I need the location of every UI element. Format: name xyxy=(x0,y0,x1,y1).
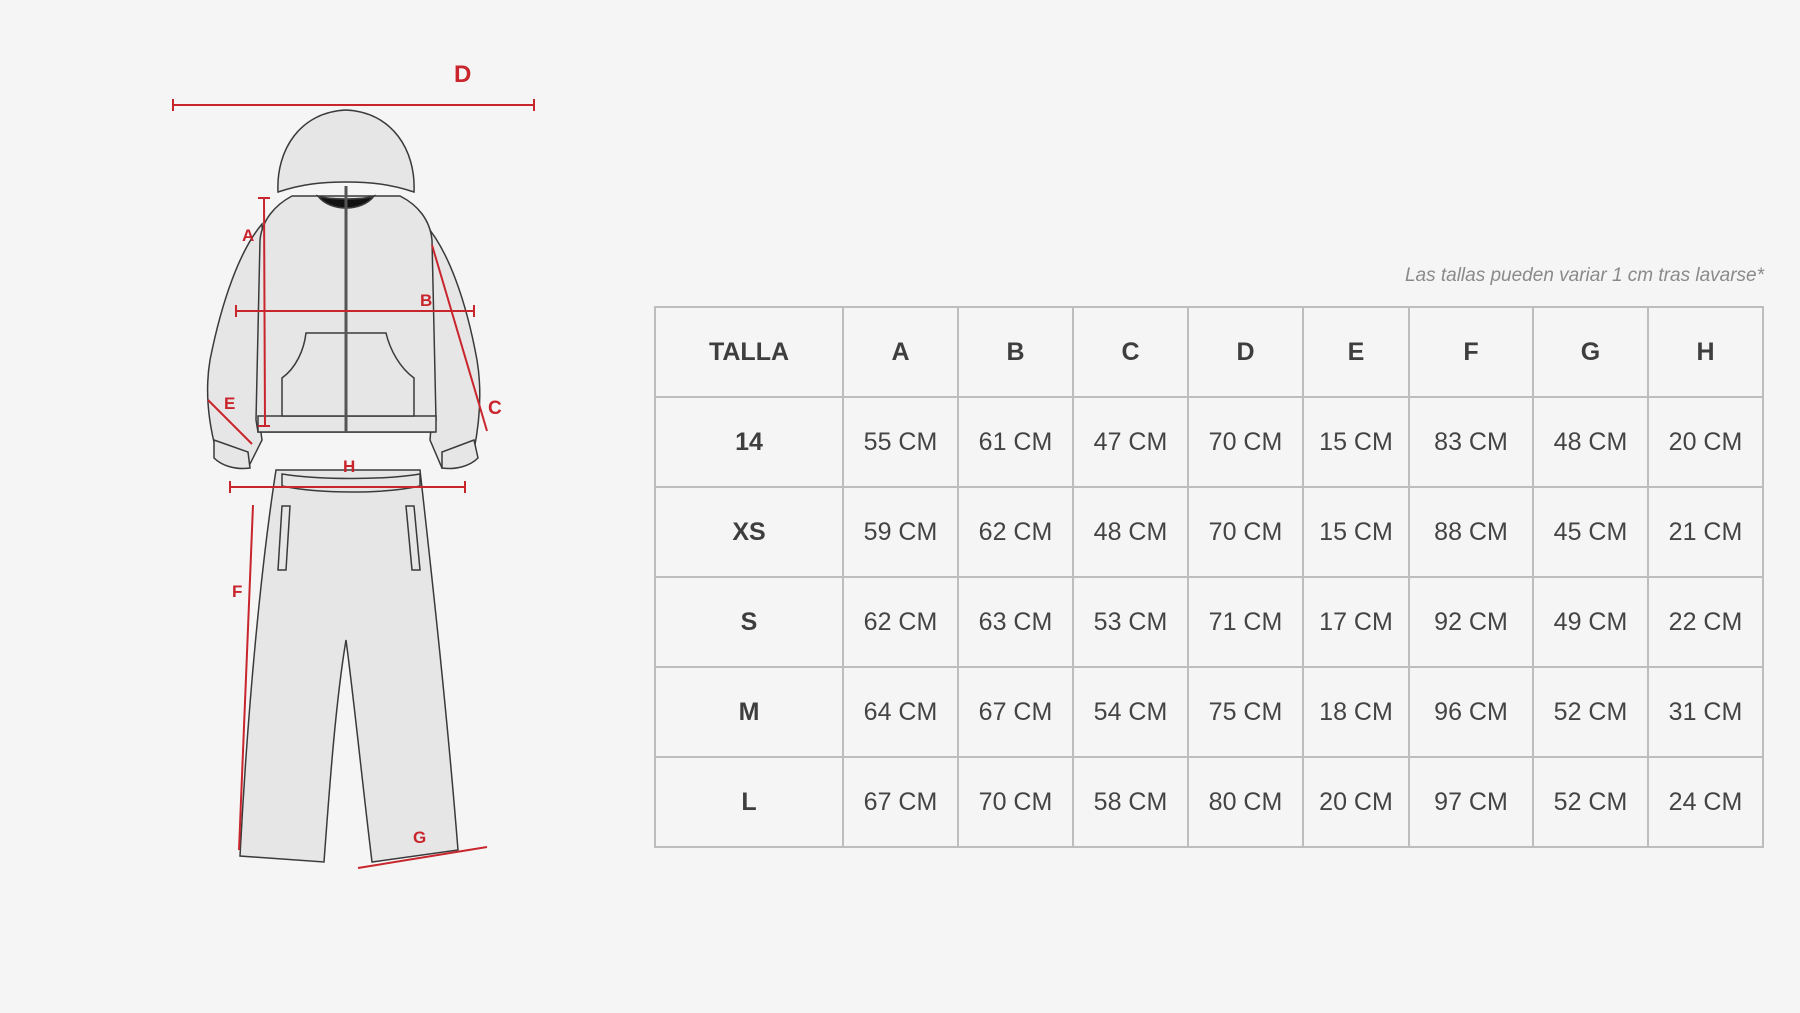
header-talla: TALLA xyxy=(654,306,844,398)
measurement-cell: 67 CM xyxy=(957,666,1074,758)
measurement-cell: 17 CM xyxy=(1302,576,1410,668)
measurement-cell: 96 CM xyxy=(1408,666,1534,758)
measurement-lines xyxy=(172,99,535,869)
label-h: H xyxy=(343,457,355,476)
measurement-cell: 52 CM xyxy=(1532,666,1649,758)
measurement-cell: 52 CM xyxy=(1532,756,1649,848)
measurement-cell: 70 CM xyxy=(1187,486,1304,578)
header-h: H xyxy=(1647,306,1764,398)
measurement-cell: 70 CM xyxy=(1187,396,1304,488)
header-b: B xyxy=(957,306,1074,398)
label-b: B xyxy=(420,291,432,310)
measurement-cell: 75 CM xyxy=(1187,666,1304,758)
header-a: A xyxy=(842,306,959,398)
size-cell: 14 xyxy=(654,396,844,488)
header-g: G xyxy=(1532,306,1649,398)
measurement-cell: 15 CM xyxy=(1302,396,1410,488)
header-d: D xyxy=(1187,306,1304,398)
measurement-cell: 45 CM xyxy=(1532,486,1649,578)
measurement-cell: 22 CM xyxy=(1647,576,1764,668)
measurement-cell: 24 CM xyxy=(1647,756,1764,848)
size-cell: M xyxy=(654,666,844,758)
label-d: D xyxy=(454,61,471,88)
pants-drawing xyxy=(239,469,459,863)
hoodie-pants-diagram: D A B C E H F G xyxy=(172,61,535,869)
header-f: F xyxy=(1408,306,1534,398)
measurement-cell: 61 CM xyxy=(957,396,1074,488)
measurement-cell: 64 CM xyxy=(842,666,959,758)
measurement-cell: 80 CM xyxy=(1187,756,1304,848)
table-row: M 64 CM 67 CM 54 CM 75 CM 18 CM 96 CM 52… xyxy=(654,666,1764,758)
measurement-cell: 97 CM xyxy=(1408,756,1534,848)
table-row: S 62 CM 63 CM 53 CM 71 CM 17 CM 92 CM 49… xyxy=(654,576,1764,668)
measurement-cell: 71 CM xyxy=(1187,576,1304,668)
measurement-cell: 63 CM xyxy=(957,576,1074,668)
table-row: L 67 CM 70 CM 58 CM 80 CM 20 CM 97 CM 52… xyxy=(654,756,1764,848)
measurement-cell: 21 CM xyxy=(1647,486,1764,578)
measurement-cell: 67 CM xyxy=(842,756,959,848)
label-e: E xyxy=(224,394,235,413)
table-row: 14 55 CM 61 CM 47 CM 70 CM 15 CM 83 CM 4… xyxy=(654,396,1764,488)
measurement-cell: 49 CM xyxy=(1532,576,1649,668)
size-table: TALLA A B C D E F G H 14 55 CM 61 CM 47 … xyxy=(654,306,1764,848)
measurement-cell: 54 CM xyxy=(1072,666,1189,758)
hoodie-drawing xyxy=(206,109,481,470)
measurement-cell: 48 CM xyxy=(1072,486,1189,578)
sizing-note: Las tallas pueden variar 1 cm tras lavar… xyxy=(1404,265,1764,286)
measurement-cell: 20 CM xyxy=(1647,396,1764,488)
measurement-cell: 62 CM xyxy=(957,486,1074,578)
measurement-cell: 18 CM xyxy=(1302,666,1410,758)
measurement-cell: 31 CM xyxy=(1647,666,1764,758)
header-e: E xyxy=(1302,306,1410,398)
table-row: XS 59 CM 62 CM 48 CM 70 CM 15 CM 88 CM 4… xyxy=(654,486,1764,578)
label-g: G xyxy=(413,828,426,847)
table-header-row: TALLA A B C D E F G H xyxy=(654,306,1764,398)
measurement-cell: 58 CM xyxy=(1072,756,1189,848)
measurement-cell: 15 CM xyxy=(1302,486,1410,578)
label-a: A xyxy=(242,226,254,245)
header-c: C xyxy=(1072,306,1189,398)
size-cell: XS xyxy=(654,486,844,578)
measurement-cell: 47 CM xyxy=(1072,396,1189,488)
measurement-cell: 20 CM xyxy=(1302,756,1410,848)
measurement-cell: 59 CM xyxy=(842,486,959,578)
measurement-cell: 62 CM xyxy=(842,576,959,668)
measurement-cell: 55 CM xyxy=(842,396,959,488)
measurement-cell: 70 CM xyxy=(957,756,1074,848)
label-f: F xyxy=(232,582,242,601)
measurement-cell: 88 CM xyxy=(1408,486,1534,578)
measurement-cell: 53 CM xyxy=(1072,576,1189,668)
label-c: C xyxy=(488,398,502,419)
garment-illustration: D A B C E H F G xyxy=(140,40,540,880)
measurement-cell: 48 CM xyxy=(1532,396,1649,488)
measurement-cell: 92 CM xyxy=(1408,576,1534,668)
size-cell: S xyxy=(654,576,844,668)
measurement-cell: 83 CM xyxy=(1408,396,1534,488)
size-cell: L xyxy=(654,756,844,848)
